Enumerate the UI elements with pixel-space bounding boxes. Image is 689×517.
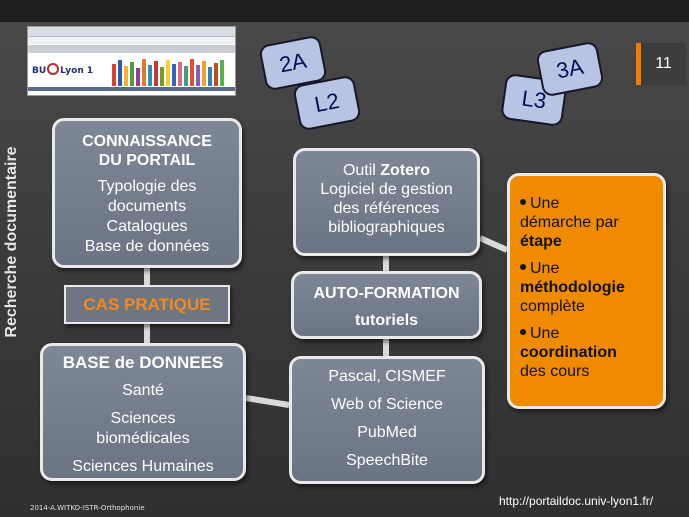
base-de-donnees-box: BASE de DONNEES Santé Sciences biomédica… xyxy=(40,343,246,481)
connaissance-title-line2: DU PORTAIL xyxy=(98,152,196,169)
demarche-point: Une démarche par étape xyxy=(520,195,619,250)
demarche-point: Une coordination des cours xyxy=(520,325,617,380)
logo-circle-icon xyxy=(47,63,60,75)
zotero-line: des références xyxy=(333,200,440,217)
zotero-line: bibliographiques xyxy=(328,219,445,236)
books-banner-image xyxy=(112,58,232,86)
thumbnail-menu xyxy=(28,45,235,53)
thumbnail-browser-bar xyxy=(28,27,235,37)
database-item: Pascal, CISMEF xyxy=(328,368,446,385)
connaissance-title-line1: CONNAISSANCE xyxy=(82,133,212,150)
side-title: Recherche documentaire xyxy=(3,146,20,338)
connaissance-item: Base de données xyxy=(84,238,210,255)
bullet-icon xyxy=(520,329,526,335)
auto-formation-box: AUTO-FORMATION tutoriels xyxy=(291,271,482,339)
bullet-icon xyxy=(520,264,526,270)
zotero-line: Outil Zotero xyxy=(342,162,431,179)
base-item: Sciences xyxy=(110,410,176,427)
footer-url: http://portaildoc.univ-lyon1.fr/ xyxy=(499,494,654,508)
databases-list-box: Pascal, CISMEF Web of Science PubMed Spe… xyxy=(289,356,485,484)
database-item: SpeechBite xyxy=(346,452,428,469)
slide-number: 11 xyxy=(636,43,686,85)
base-item: Sciences Humaines xyxy=(72,458,214,475)
database-item: Web of Science xyxy=(331,396,443,413)
connaissance-portail-box: CONNAISSANCE DU PORTAIL Typologie des do… xyxy=(52,118,242,268)
auto-formation-title: AUTO-FORMATION xyxy=(313,285,460,302)
thumbnail-toolbar xyxy=(28,37,235,44)
base-item: Santé xyxy=(122,382,164,399)
connaissance-item: Catalogues xyxy=(106,218,188,235)
base-item: biomédicales xyxy=(96,430,190,447)
demarche-point: Une méthodologie complète xyxy=(520,260,625,315)
base-title: BASE de DONNEES xyxy=(62,353,224,372)
zotero-box: Outil Zotero Logiciel de gestion des réf… xyxy=(293,148,480,256)
top-bar xyxy=(0,0,689,22)
auto-formation-subtitle: tutoriels xyxy=(354,312,419,329)
database-item: PubMed xyxy=(357,424,417,441)
footer-credit: 2014-A.WITKO-ISTR-Orthophonie xyxy=(30,504,145,512)
connaissance-item: documents xyxy=(107,198,187,215)
zotero-line: Logiciel de gestion xyxy=(320,181,453,198)
thumbnail-nav-bar xyxy=(28,87,235,91)
bullet-icon xyxy=(520,199,526,205)
demarche-box: Une démarche par étape Une méthodologie … xyxy=(507,173,666,409)
cas-pratique-box: CAS PRATIQUE xyxy=(64,285,230,324)
connaissance-item: Typologie des xyxy=(97,178,197,195)
